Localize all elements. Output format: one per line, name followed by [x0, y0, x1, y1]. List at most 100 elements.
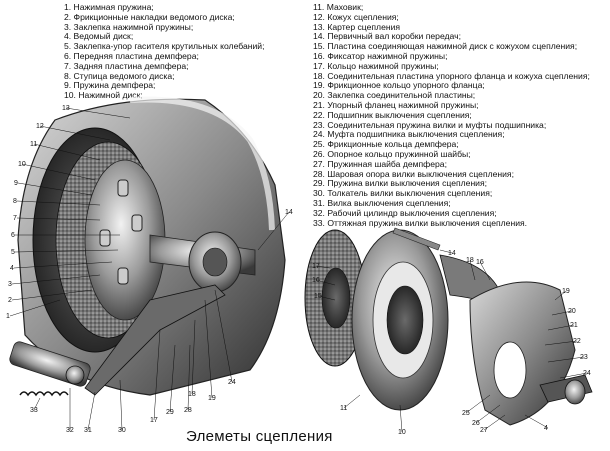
- legend-item: 1. Нажимная пружина;: [64, 2, 154, 12]
- callout-number: 21: [570, 322, 578, 329]
- callout-leader-line: [65, 107, 131, 119]
- callout-number: 33: [30, 407, 38, 414]
- callout-number: 28: [184, 407, 192, 414]
- callout-number: 14: [448, 250, 456, 257]
- legend-item: 25. Фрикционные кольца демпфера;: [313, 139, 459, 150]
- callout-number: 2: [8, 297, 12, 304]
- callout-number: 17: [312, 263, 320, 270]
- callout-leader-line: [153, 329, 161, 421]
- housing-bell-rim: [129, 96, 275, 231]
- callout-number: 18: [466, 257, 474, 264]
- callout-number: 16: [476, 259, 484, 266]
- exploded-bolt: [392, 227, 441, 251]
- callout-leader-line: [39, 125, 111, 141]
- callout-number: 7: [13, 215, 17, 222]
- callout-leader-line: [547, 356, 585, 363]
- callout-leader-line: [465, 394, 491, 414]
- legend-item: 10. Нажимной диск;: [64, 90, 143, 101]
- callout-leader-line: [257, 211, 290, 251]
- callout-number: 32: [66, 427, 74, 434]
- legend-item: 17. Кольцо нажимной пружины;: [313, 60, 439, 71]
- callout-leader-line: [11, 289, 93, 301]
- callout-leader-line: [16, 200, 101, 206]
- callout-leader-line: [439, 249, 453, 254]
- callout-number: 1: [6, 313, 10, 320]
- legend-item: 5. Заклепка-упор гасителя крутильных кол…: [64, 41, 265, 52]
- legend-item: 14. Первичный вал коробки передач;: [313, 31, 462, 42]
- callout-leader-line: [87, 391, 96, 431]
- callout-number: 4: [544, 425, 548, 432]
- legend-item: 27. Пружинная шайба демпфера;: [313, 158, 447, 169]
- callout-leader-line: [479, 261, 491, 281]
- callout-number: 19: [208, 395, 216, 402]
- callout-number: 3: [8, 281, 12, 288]
- callout-number: 23: [580, 354, 588, 361]
- callout-number: 22: [573, 338, 581, 345]
- legend-item: 2. Фрикционные накладки ведомого диска;: [64, 11, 235, 22]
- callout-leader-line: [554, 290, 567, 301]
- legend-item: 21. Упорный фланец нажимной пружины;: [313, 99, 479, 110]
- legend-right: 11. Маховик;12. Кожух сцепления;13. Карт…: [313, 2, 590, 228]
- legend-item: 24. Муфта подшипника выключения сцеплени…: [313, 129, 505, 140]
- callout-number: 24: [228, 379, 236, 386]
- callout-leader-line: [11, 274, 101, 285]
- legend-item: 33. Оттяжная пружина вилки выключения сц…: [313, 217, 528, 228]
- clutch-exploded-view: [304, 227, 593, 426]
- callout-number: 5: [11, 249, 15, 256]
- legend-item: 29. Пружина вилки выключения сцепления;: [313, 178, 488, 189]
- callout-leader-line: [399, 404, 403, 433]
- legend-item: 3. Заклепка нажимной пружины;: [64, 21, 194, 32]
- callout-number: 31: [84, 427, 92, 434]
- callout-number: 9: [14, 180, 18, 187]
- callout-leader-line: [315, 279, 336, 286]
- callout-number: 10: [398, 429, 406, 436]
- callout-leader-line: [544, 340, 578, 346]
- callout-number: 12: [36, 123, 44, 130]
- callout-number: 14: [285, 209, 293, 216]
- legend-item: 20. Заклепка соединительной пластины;: [313, 90, 476, 101]
- callout-number: 18: [188, 391, 196, 398]
- legend-item: 16. Фиксатор нажимной пружины;: [313, 50, 448, 61]
- legend-item: 11. Маховик;: [313, 2, 364, 12]
- legend-item: 31. Вилка выключения сцепления;: [313, 197, 451, 208]
- legend-item: 30. Толкатель вилки выключения сцепления…: [313, 188, 493, 199]
- callout-number: 30: [118, 427, 126, 434]
- damper-springs: [99, 179, 143, 285]
- callout-leader-line: [483, 414, 506, 431]
- legend-item: 19. Фрикционное кольцо упорного фланца;: [313, 80, 485, 91]
- callout-number: 8: [13, 198, 17, 205]
- callout-number: 13: [62, 105, 70, 112]
- callout-leader-line: [547, 324, 575, 331]
- callout-leader-line: [9, 299, 61, 317]
- callout-leader-line: [343, 394, 361, 409]
- callout-number: 16: [312, 277, 320, 284]
- legend-item: 23. Соединительная пружина вилки и муфты…: [313, 119, 547, 130]
- callout-leader-line: [13, 261, 113, 269]
- callout-leader-line: [17, 182, 93, 196]
- callout-leader-line: [204, 299, 213, 399]
- callout-number: 27: [480, 427, 488, 434]
- callout-number: 17: [150, 417, 158, 424]
- callout-leader-line: [524, 414, 549, 429]
- callout-leader-line: [33, 397, 41, 411]
- legend-item: 18. Соединительная пластина упорного фла…: [313, 70, 590, 81]
- callout-number: 26: [472, 420, 480, 427]
- callout-leader-line: [315, 265, 331, 269]
- legend-item: 6. Передняя пластина демпфера;: [64, 50, 199, 61]
- callout-number: 6: [11, 232, 15, 239]
- callout-leader-line: [551, 310, 573, 316]
- callout-leader-line: [191, 319, 196, 395]
- callout-leader-line: [475, 404, 501, 424]
- legend-item: 12. Кожух сцепления;: [313, 11, 399, 22]
- callout-number: 20: [568, 308, 576, 315]
- callout-number: 10: [18, 161, 26, 168]
- exploded-release-bearing: [564, 379, 586, 405]
- ball-support: [65, 365, 85, 385]
- legend-item: 26. Опорное кольцо пружинной шайбы;: [313, 148, 471, 159]
- callout-leader-line: [119, 379, 123, 431]
- legend-item: 8. Ступица ведомого диска;: [64, 70, 175, 81]
- callout-number: 4: [10, 265, 14, 272]
- legend-item: 4. Ведомый диск;: [64, 31, 134, 42]
